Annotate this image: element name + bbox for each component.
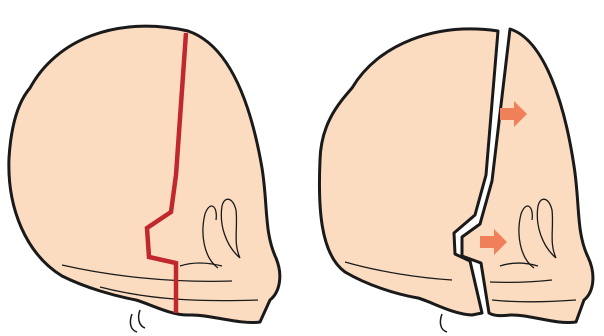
right-mandible-tip: [440, 314, 447, 332]
left-mandible-tip: [130, 314, 137, 332]
right-skull: [319, 29, 593, 332]
left-mandible-tip-2: [139, 310, 145, 328]
right-skull-back-segment: [319, 29, 498, 315]
left-skull: [9, 26, 280, 332]
